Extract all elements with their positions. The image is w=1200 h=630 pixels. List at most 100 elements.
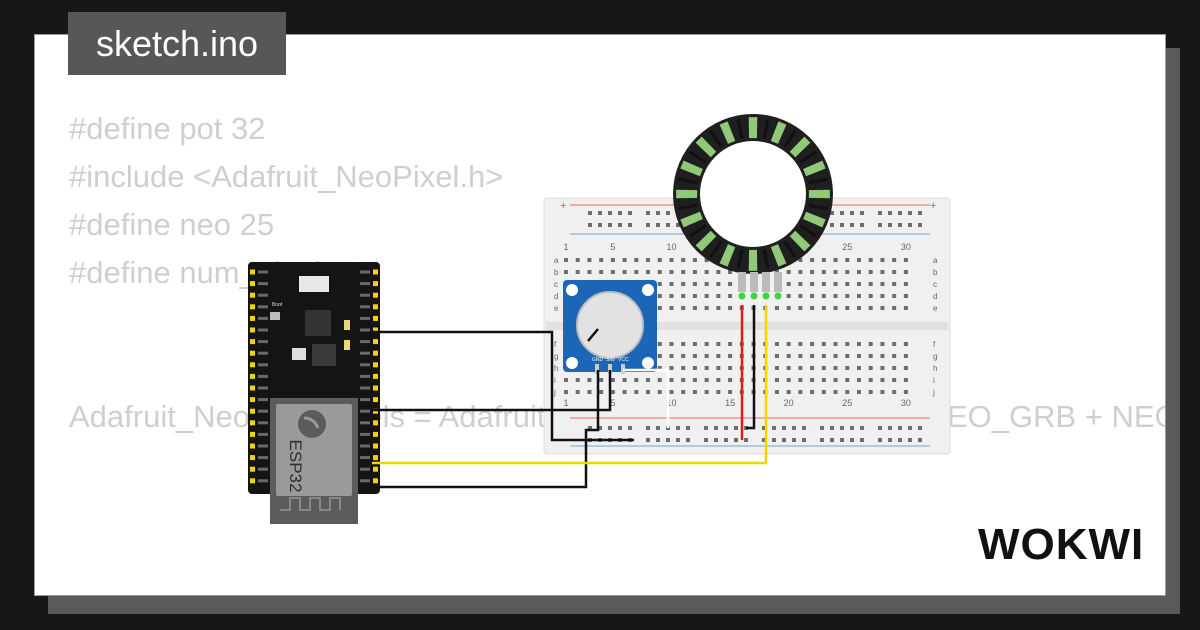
breadboard-hole — [908, 438, 912, 442]
rail-plus-label: + — [930, 200, 936, 212]
wire-yellow[interactable] — [372, 305, 768, 465]
sketch-filename-tab[interactable]: sketch.ino — [68, 12, 286, 75]
ring-led-divider — [736, 249, 744, 269]
breadboard-hole — [622, 390, 627, 394]
breadboard-column-number: 10 — [666, 398, 676, 408]
wire-black[interactable] — [372, 330, 634, 442]
esp32-pin — [373, 385, 378, 391]
breadboard-hole — [692, 258, 697, 262]
breadboard-hole — [716, 270, 721, 274]
breadboard-hole — [845, 354, 850, 358]
potentiometer[interactable]: GND SIG VCC — [563, 280, 657, 374]
breadboard-hole — [857, 354, 861, 358]
breadboard-hole — [880, 306, 885, 310]
breadboard-row-letter: g — [933, 352, 937, 361]
wire-white[interactable] — [623, 368, 670, 428]
ring-led-divider — [709, 240, 723, 259]
esp32-pin — [250, 315, 255, 321]
breadboard-hole — [898, 211, 902, 215]
breadboard-hole — [903, 342, 908, 346]
breadboard-hole — [821, 270, 826, 274]
boot-button-icon[interactable] — [270, 312, 280, 320]
breadboard-hole — [830, 438, 834, 442]
breadboard-hole — [610, 390, 615, 394]
antenna-trace — [280, 497, 341, 511]
wire-black[interactable] — [372, 370, 600, 489]
breadboard-hole — [833, 354, 838, 358]
esp32-board[interactable]: ESP32 Boot — [248, 262, 380, 524]
usb-port[interactable] — [299, 276, 329, 292]
breadboard-hole — [728, 366, 733, 370]
esp32-pin-label-mark — [258, 351, 268, 355]
ring-led-divider — [783, 129, 797, 148]
pot-knob-indicator — [587, 328, 599, 342]
breadboard-hole — [860, 438, 864, 442]
esp32-pin-label-mark — [360, 316, 370, 320]
esp32-pin-label-mark — [360, 351, 370, 355]
breadboard-hole — [833, 306, 838, 310]
breadboard-hole — [903, 282, 908, 286]
breadboard-hole — [728, 354, 733, 358]
breadboard-hole — [833, 342, 838, 346]
breadboard-hole — [810, 354, 815, 358]
breadboard-hole — [903, 258, 908, 262]
esp32-pin — [250, 350, 255, 356]
esp32-pin — [373, 431, 378, 437]
breadboard-hole — [599, 258, 604, 262]
breadboard-hole — [598, 426, 602, 430]
esp32-pin — [373, 362, 378, 368]
esp32-module-shield — [276, 404, 352, 496]
esp32-pin — [250, 304, 255, 310]
breadboard-hole — [646, 211, 650, 215]
breadboard-hole — [716, 366, 721, 370]
green-pin-indicator — [738, 292, 746, 300]
esp32-pin — [373, 304, 378, 310]
breadboard-hole — [704, 282, 709, 286]
wokwi-logo: WOKWI — [978, 520, 1145, 569]
wire-black[interactable] — [746, 305, 756, 430]
breadboard-hole — [744, 438, 748, 442]
breadboard-row-letter: c — [554, 280, 558, 289]
breadboard-hole — [833, 294, 838, 298]
esp32-pin-label-mark — [258, 409, 268, 413]
breadboard-hole — [798, 306, 803, 310]
esp32-pin — [250, 373, 255, 379]
esp32-pin — [373, 339, 378, 345]
breadboard-hole — [786, 282, 791, 286]
esp32-pin-label-mark — [360, 305, 370, 309]
pot-knob[interactable] — [576, 291, 644, 359]
neopixel-ring[interactable] — [673, 114, 833, 300]
breadboard-hole — [868, 354, 873, 358]
breadboard-hole — [657, 270, 662, 274]
breadboard-hole — [830, 211, 834, 215]
breadboard-hole — [845, 366, 850, 370]
esp32-pin-label-mark — [360, 467, 370, 471]
breadboard-hole — [610, 378, 615, 382]
esp32-pin — [250, 397, 255, 403]
ring-led — [770, 244, 787, 267]
breadboard-hole — [821, 390, 826, 394]
green-pin-indicator — [750, 292, 758, 300]
breadboard-hole — [692, 390, 697, 394]
breadboard-hole — [880, 270, 885, 274]
breadboard-hole — [622, 258, 627, 262]
esp32-pin-label-mark — [360, 444, 370, 448]
pot-mount-hole — [566, 357, 578, 369]
breadboard-hole — [798, 378, 803, 382]
breadboard-hole — [716, 354, 721, 358]
breadboard-hole — [860, 211, 864, 215]
wire-black[interactable] — [372, 370, 612, 412]
breadboard-hole — [878, 438, 882, 442]
wires[interactable] — [372, 305, 768, 489]
ring-led-divider — [808, 177, 828, 185]
ring-led — [748, 249, 758, 271]
breadboard-hole — [892, 270, 897, 274]
reset-button-icon[interactable] — [292, 348, 306, 360]
esp32-pin — [373, 466, 378, 472]
ring-led-divider — [709, 129, 723, 148]
breadboard-hole — [657, 282, 662, 286]
breadboard-hole — [676, 223, 680, 227]
breadboard-row-letter: i — [554, 376, 556, 385]
breadboard-hole — [692, 366, 697, 370]
